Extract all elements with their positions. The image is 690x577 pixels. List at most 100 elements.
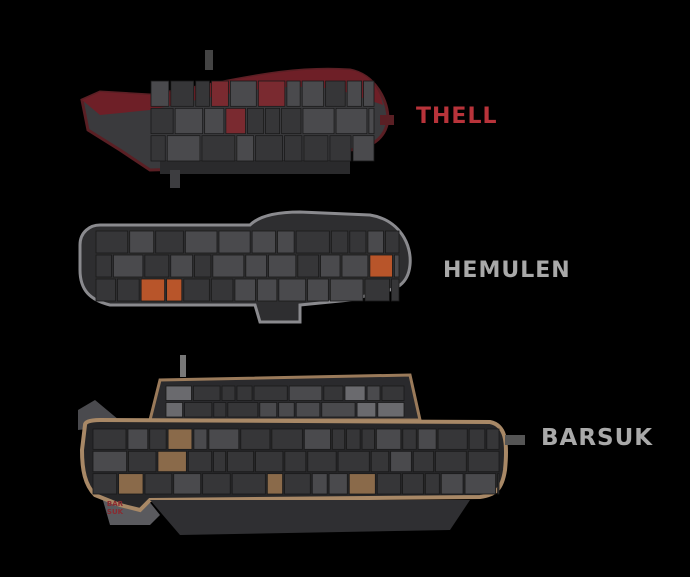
room <box>157 450 187 473</box>
room <box>92 473 118 495</box>
room <box>486 428 500 450</box>
room <box>183 278 210 302</box>
room <box>367 230 384 254</box>
room <box>278 278 307 302</box>
room <box>227 450 254 473</box>
room <box>257 278 278 302</box>
room <box>266 473 284 495</box>
barsuk-fin-logo: BAR SUK <box>106 500 124 516</box>
room <box>277 230 295 254</box>
room <box>348 473 376 495</box>
room <box>369 254 393 278</box>
room <box>467 450 500 473</box>
room <box>213 402 227 418</box>
room <box>245 254 267 278</box>
room <box>284 135 303 162</box>
room <box>128 450 157 473</box>
room <box>225 107 246 135</box>
room <box>167 428 193 450</box>
room <box>236 385 253 401</box>
room <box>229 80 257 107</box>
room <box>202 473 231 495</box>
room <box>381 385 405 401</box>
room <box>193 428 208 450</box>
room <box>210 278 234 302</box>
room <box>417 428 437 450</box>
room <box>247 107 264 135</box>
room <box>376 473 401 495</box>
room <box>328 473 348 495</box>
room <box>144 473 173 495</box>
room <box>497 473 500 495</box>
room <box>337 450 370 473</box>
room <box>212 254 245 278</box>
room <box>265 107 280 135</box>
room <box>361 428 375 450</box>
room <box>201 135 236 162</box>
room <box>259 402 278 418</box>
room <box>307 450 337 473</box>
room <box>320 254 341 278</box>
room <box>284 473 311 495</box>
room <box>297 254 319 278</box>
submarine-name-hemulen: HEMULEN <box>443 258 571 283</box>
room <box>149 428 167 450</box>
room <box>218 230 251 254</box>
room <box>257 80 286 107</box>
room <box>227 402 259 418</box>
room <box>166 278 183 302</box>
room <box>302 107 335 135</box>
room <box>394 254 400 278</box>
room <box>150 80 170 107</box>
room <box>236 135 255 162</box>
room <box>391 278 400 302</box>
room <box>329 135 352 162</box>
room <box>332 428 346 450</box>
room <box>366 385 381 401</box>
room <box>435 450 467 473</box>
room <box>295 230 330 254</box>
room <box>240 428 271 450</box>
hemulen-submarine <box>78 210 412 324</box>
room <box>213 450 226 473</box>
room <box>352 135 375 162</box>
room <box>346 80 362 107</box>
room <box>117 278 140 302</box>
room <box>211 80 229 107</box>
room <box>335 107 368 135</box>
room <box>321 402 356 418</box>
nose-gun <box>505 435 525 445</box>
room <box>118 473 144 495</box>
room <box>286 80 301 107</box>
room <box>95 254 112 278</box>
mast <box>205 50 213 70</box>
room <box>165 385 192 401</box>
room <box>307 278 329 302</box>
room <box>341 254 369 278</box>
room <box>194 254 212 278</box>
room <box>166 135 201 162</box>
room <box>187 450 212 473</box>
room <box>231 473 266 495</box>
room <box>95 230 129 254</box>
room <box>204 107 225 135</box>
room <box>281 107 302 135</box>
room <box>184 230 218 254</box>
room <box>92 428 127 450</box>
room <box>356 402 377 418</box>
room <box>346 428 361 450</box>
room <box>377 402 405 418</box>
room <box>144 254 170 278</box>
room <box>364 278 390 302</box>
room <box>363 80 375 107</box>
room <box>323 385 344 401</box>
room <box>311 473 328 495</box>
room <box>288 385 323 401</box>
room <box>402 428 417 450</box>
room <box>184 402 213 418</box>
room <box>284 450 307 473</box>
room <box>368 107 375 135</box>
room <box>464 473 497 495</box>
room <box>221 385 236 401</box>
